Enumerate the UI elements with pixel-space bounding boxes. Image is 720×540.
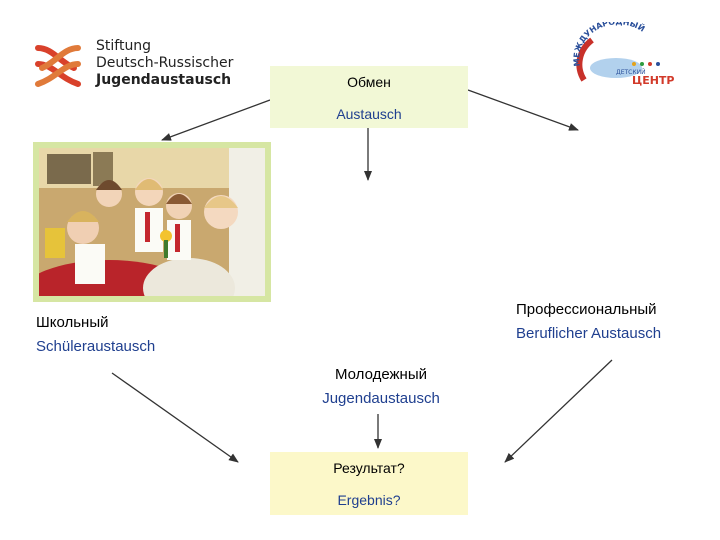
center-logo-big-text: ЦЕНТР (632, 74, 674, 87)
foundation-logo-icon (30, 38, 86, 94)
exchange-label-de: Austausch (270, 106, 468, 122)
exchange-box: Обмен Austausch (270, 66, 468, 128)
youth-exchange-label: Молодежный Jugendaustausch (304, 363, 458, 411)
result-label-de: Ergebnis? (270, 492, 468, 508)
result-box: Результат? Ergebnis? (270, 452, 468, 515)
childrens-center-logo: МЕЖДУНАРОДНЫЙ ДЕТСКИЙ ЦЕНТР (562, 22, 674, 98)
professional-label-ru: Профессиональный (516, 298, 661, 322)
professional-exchange-label: Профессиональный Beruflicher Austausch (516, 298, 661, 346)
professional-label-de: Beruflicher Austausch (516, 322, 661, 346)
youth-label-de: Jugendaustausch (304, 387, 458, 411)
arrow-school-to-result (112, 373, 238, 462)
foundation-logo-text: Stiftung Deutsch-Russischer Jugendaustau… (96, 38, 233, 89)
school-label-ru: Школьный (36, 311, 155, 335)
arrow-professional-to-result (505, 360, 612, 462)
students-photo (39, 148, 265, 296)
school-label-de: Schüleraustausch (36, 335, 155, 359)
arrow-top-to-school (162, 100, 270, 140)
foundation-name-line3: Jugendaustausch (96, 72, 233, 89)
foundation-name-line1: Stiftung (96, 38, 233, 55)
result-label-ru: Результат? (270, 460, 468, 476)
school-exchange-label: Школьный Schüleraustausch (36, 311, 155, 359)
exchange-label-ru: Обмен (270, 74, 468, 90)
foundation-name-line2: Deutsch-Russischer (96, 55, 233, 72)
youth-label-ru: Молодежный (304, 363, 458, 387)
